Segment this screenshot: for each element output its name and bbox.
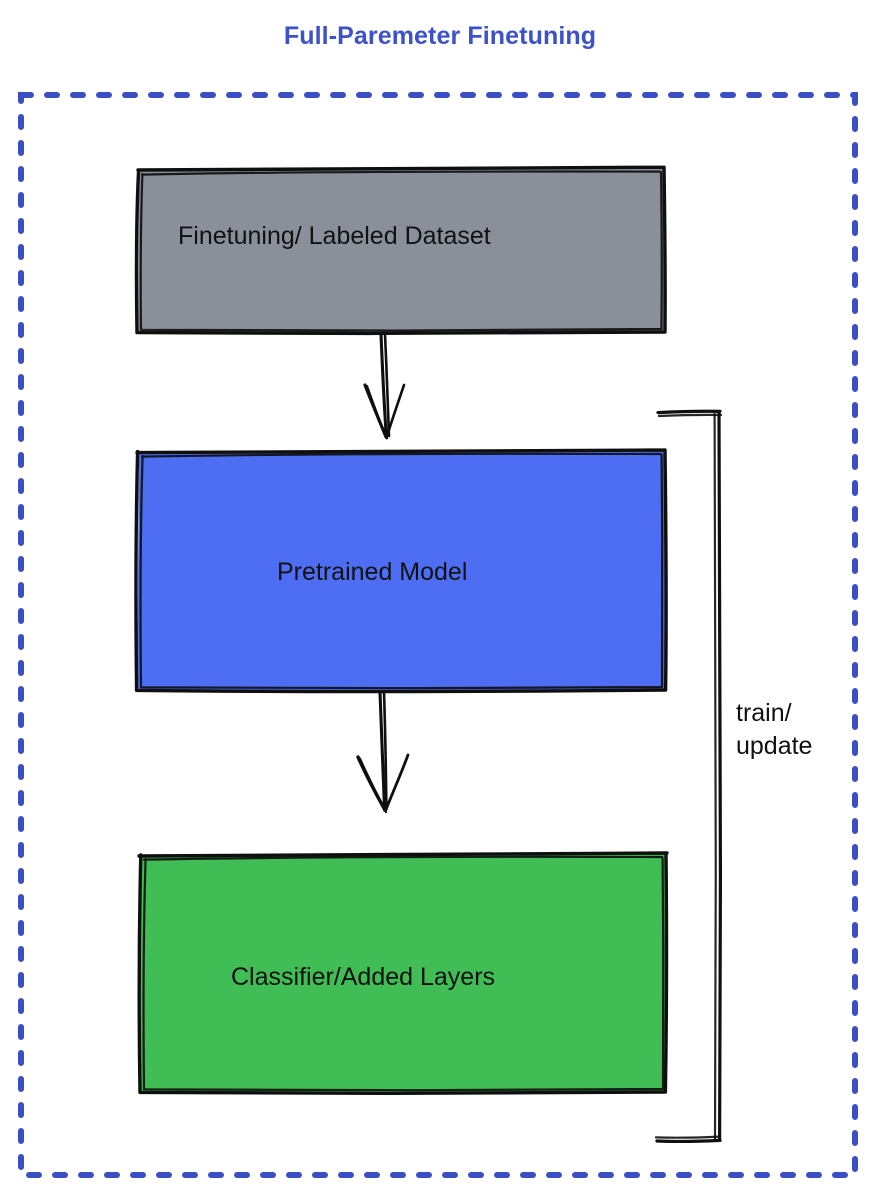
feedback-loop-label-line-2: update: [736, 732, 813, 760]
edge-1-head-right: [385, 383, 406, 439]
edge-1-shaft-b: [383, 332, 391, 438]
node-dataset-outline-2: [139, 170, 663, 332]
edge-1-head-left-2: [365, 384, 389, 440]
node-dataset-fill: [138, 168, 665, 333]
loop-top-stroke-2: [657, 413, 723, 418]
edge-1-shaft-a: [379, 332, 388, 439]
node-classifier-outline-2: [142, 855, 665, 1092]
node-model-outline-2: [139, 452, 664, 690]
node-model-fill: [137, 451, 666, 691]
node-dataset[interactable]: [134, 165, 667, 336]
edge-2-head-right: [384, 753, 410, 812]
loop-bottom-stroke-2: [654, 1135, 721, 1139]
node-classifier-outline-1: [137, 851, 669, 1096]
node-dataset-label: Finetuning/ Labeled Dataset: [178, 222, 491, 250]
node-pretrained-model[interactable]: [134, 448, 668, 694]
feedback-loop-label-line-1: train/: [736, 699, 792, 727]
edge-2-shaft-a: [378, 690, 387, 812]
node-classifier-label: Classifier/Added Layers: [231, 963, 496, 991]
edge-2-head-left-2: [358, 757, 388, 814]
node-pretrained-model-label: Pretrained Model: [277, 558, 468, 586]
loop-right-stroke-1: [717, 410, 723, 1142]
node-model-outline-1: [134, 448, 668, 694]
loop-right-stroke-2: [713, 412, 717, 1141]
edge-2-shaft-b: [382, 690, 388, 811]
edge-model-to-classifier: [356, 690, 410, 814]
node-dataset-outline-1: [134, 165, 667, 336]
page-title: Full-Paremeter Finetuning: [283, 22, 597, 50]
edge-dataset-to-model: [363, 332, 406, 440]
loop-top-stroke-1: [656, 409, 722, 415]
edge-feedback-loop: [654, 409, 723, 1144]
node-classifier[interactable]: [137, 851, 669, 1096]
loop-bottom-stroke-1: [655, 1138, 722, 1144]
node-classifier-fill: [139, 853, 666, 1093]
feedback-loop-label: train/ update: [736, 697, 812, 763]
